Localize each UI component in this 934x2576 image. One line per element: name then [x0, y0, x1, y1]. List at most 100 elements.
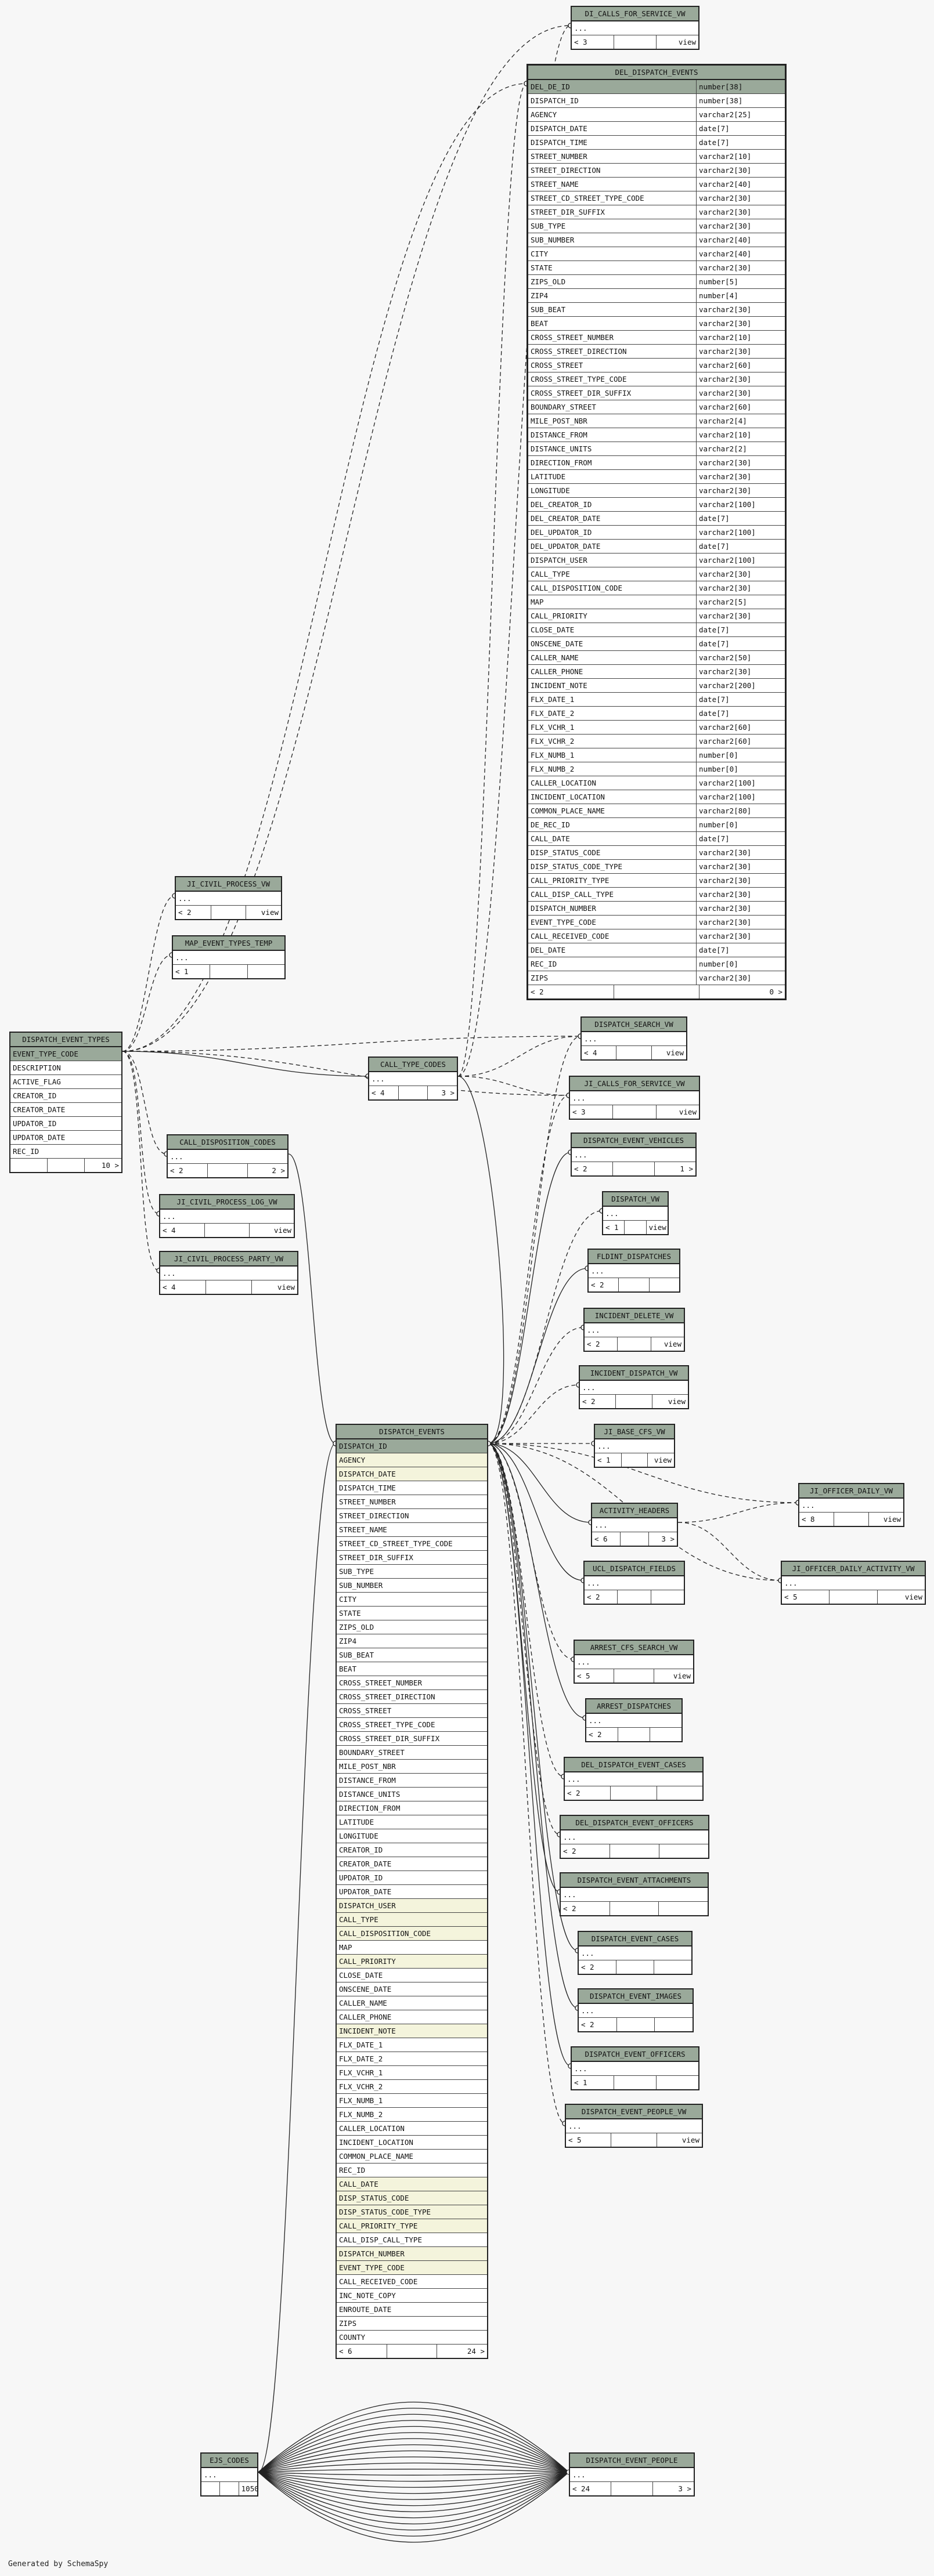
- table-title[interactable]: DISPATCH_EVENT_OFFICERS: [572, 2047, 698, 2062]
- column-row[interactable]: MILE_POST_NBR: [337, 1760, 487, 1774]
- column-row[interactable]: UPDATOR_DATE: [10, 1131, 121, 1145]
- table-ejs-codes[interactable]: EJS_CODES...1050 >: [200, 2452, 258, 2497]
- table-dispatch-event-cases[interactable]: DISPATCH_EVENT_CASES...< 2: [578, 1931, 693, 1975]
- column-row[interactable]: CALLER_LOCATION: [337, 2122, 487, 2136]
- column-row[interactable]: ZIP4: [337, 1634, 487, 1648]
- column-row[interactable]: ...: [201, 2468, 257, 2482]
- column-row[interactable]: STREET_CD_STREET_TYPE_CODE: [337, 1537, 487, 1551]
- column-row[interactable]: ...: [582, 1032, 686, 1046]
- column-row[interactable]: MAP: [337, 1941, 487, 1955]
- column-row[interactable]: CROSS_STREET_TYPE_CODE: [337, 1718, 487, 1732]
- column-row[interactable]: ACTIVE_FLAG: [10, 1075, 121, 1089]
- column-row[interactable]: EVENT_TYPE_CODE: [337, 2261, 487, 2275]
- table-title[interactable]: DEL_DISPATCH_EVENT_CASES: [565, 1758, 702, 1772]
- table-title[interactable]: ARREST_CFS_SEARCH_VW: [575, 1641, 693, 1655]
- column-row[interactable]: FLX_VCHR_1: [337, 2066, 487, 2080]
- column-row[interactable]: STREET_DIRECTION: [337, 1509, 487, 1523]
- column-row[interactable]: INCIDENT_LOCATION: [337, 2136, 487, 2150]
- column-row[interactable]: CROSS_STREET_DIR_SUFFIX: [337, 1732, 487, 1746]
- table-dispatch-event-officers[interactable]: DISPATCH_EVENT_OFFICERS...< 1: [571, 2046, 699, 2090]
- column-row[interactable]: ONSCENE_DATE: [337, 1982, 487, 1996]
- table-title[interactable]: JI_OFFICER_DAILY_VW: [799, 1484, 903, 1499]
- column-row[interactable]: CALL_DISP_CALL_TYPE: [337, 2233, 487, 2247]
- table-title[interactable]: INCIDENT_DISPATCH_VW: [580, 1366, 688, 1381]
- column-row[interactable]: LATITUDE: [337, 1815, 487, 1829]
- table-title[interactable]: DISPATCH_EVENT_PEOPLE_VW: [566, 2105, 702, 2119]
- column-row[interactable]: UPDATOR_DATE: [337, 1885, 487, 1899]
- column-row[interactable]: REC_ID: [10, 1145, 121, 1159]
- table-title[interactable]: JI_CALLS_FOR_SERVICE_VW: [570, 1077, 699, 1091]
- column-row[interactable]: LONGITUDE: [337, 1829, 487, 1843]
- column-row[interactable]: STREET_DIR_SUFFIX: [337, 1551, 487, 1565]
- table-ucl-dispatch-fields[interactable]: UCL_DISPATCH_FIELDS...< 2: [583, 1561, 685, 1605]
- table-title[interactable]: DISPATCH_EVENT_ATTACHMENTS: [561, 1873, 708, 1888]
- table-title[interactable]: DISPATCH_EVENT_IMAGES: [579, 1989, 693, 2004]
- column-row[interactable]: ...: [173, 951, 284, 965]
- column-row[interactable]: ...: [782, 1576, 925, 1590]
- column-row[interactable]: ...: [570, 2468, 694, 2482]
- column-row[interactable]: DISPATCH_NUMBER: [337, 2247, 487, 2261]
- column-row[interactable]: DISTANCE_FROM: [337, 1774, 487, 1788]
- column-row[interactable]: CROSS_STREET_NUMBER: [337, 1676, 487, 1690]
- column-row[interactable]: ...: [566, 2119, 702, 2133]
- column-row[interactable]: ...: [603, 1207, 668, 1221]
- column-row[interactable]: CREATOR_ID: [10, 1089, 121, 1103]
- column-row[interactable]: ...: [595, 1439, 674, 1453]
- column-row[interactable]: ZIPS_OLD: [337, 1620, 487, 1634]
- table-title[interactable]: DISPATCH_EVENTS: [337, 1425, 487, 1439]
- table-title[interactable]: ARREST_DISPATCHES: [586, 1699, 681, 1714]
- column-row[interactable]: ...: [585, 1323, 684, 1337]
- column-row[interactable]: ...: [561, 1830, 708, 1844]
- column-row[interactable]: CALL_PRIORITY_TYPE: [337, 2219, 487, 2233]
- column-row[interactable]: BOUNDARY_STREET: [337, 1746, 487, 1760]
- column-row[interactable]: CREATOR_DATE: [10, 1103, 121, 1117]
- column-row[interactable]: ...: [586, 1714, 681, 1728]
- column-row[interactable]: ...: [580, 1381, 688, 1395]
- table-title[interactable]: DI_CALLS_FOR_SERVICE_VW: [572, 7, 698, 21]
- column-row[interactable]: CALL_TYPE: [337, 1913, 487, 1927]
- table-title[interactable]: DISPATCH_EVENT_VEHICLES: [572, 1134, 695, 1148]
- column-row[interactable]: ...: [575, 1655, 693, 1669]
- table-title[interactable]: ACTIVITY_HEADERS: [592, 1504, 677, 1518]
